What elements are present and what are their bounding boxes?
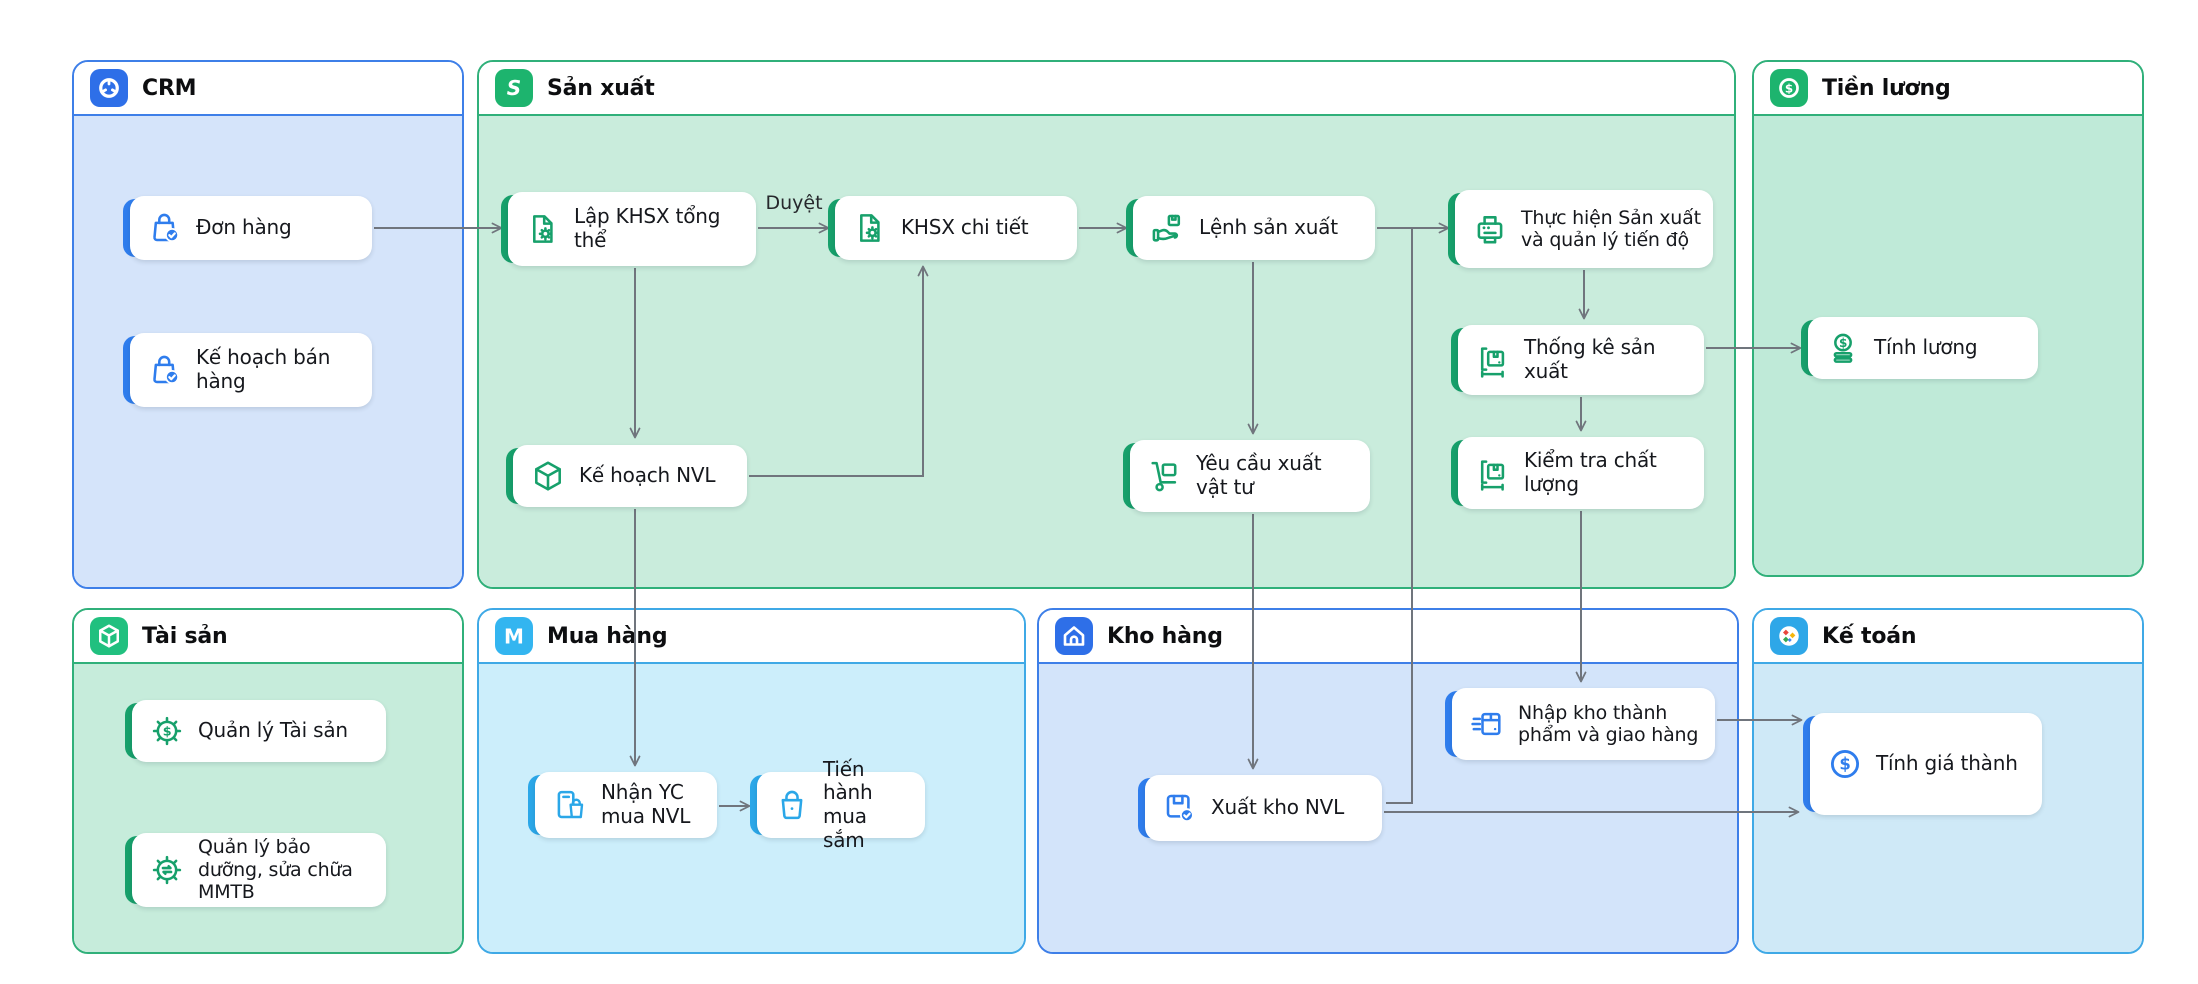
node-label: Thống kê sản xuất: [1524, 335, 1656, 383]
node-label: Lập KHSX tổng thể: [574, 204, 721, 252]
node-label: Tính giá thành: [1876, 751, 2018, 776]
box-check-icon: [1162, 790, 1198, 826]
node-label: Đơn hàng: [196, 215, 292, 240]
node-yeu-cau-xuat-vat-tu: Yêu cầu xuất vật tư: [1123, 440, 1370, 512]
node-nhap-kho-thanh-pham: Nhập kho thành phẩm và giao hàng: [1445, 688, 1715, 760]
node-face: [130, 333, 372, 407]
node-kiem-tra-chat-luong: Kiểm tra chất lượng: [1451, 437, 1704, 509]
doc-gear-icon: [525, 211, 561, 247]
node-face: [130, 196, 372, 260]
cube-icon: [530, 458, 566, 494]
section-tai-san-header: Tài sản: [74, 610, 462, 664]
node-lenh-san-xuat: Lệnh sản xuất: [1126, 196, 1375, 260]
node-lap-khsx-tong-the: Lập KHSX tổng thể: [501, 192, 756, 266]
box-speed-icon: [1469, 706, 1505, 742]
section-title-ke-toan: Kế toán: [1822, 623, 1917, 649]
node-ke-hoach-ban-hang: Kế hoạch bán hàng: [123, 333, 372, 407]
node-label: Tiến hành mua sắm: [823, 756, 873, 852]
node-face: [757, 772, 925, 838]
dollar-circle-icon: [1827, 746, 1863, 782]
node-face: [132, 700, 386, 762]
clipboard-bag-icon: [552, 787, 588, 823]
asset-icon: [90, 617, 128, 655]
node-label: Nhập kho thành phẩm và giao hàng: [1518, 701, 1699, 746]
node-label: Thực hiện Sản xuất và quản lý tiến độ: [1521, 206, 1701, 251]
section-crm-header: CRM: [74, 62, 462, 116]
node-label: Quản lý bảo dưỡng, sửa chữa MMTB: [198, 836, 353, 904]
node-face: [1458, 325, 1704, 395]
coins-icon: [1825, 330, 1861, 366]
node-face: [1133, 196, 1375, 260]
section-title-mua-hang: Mua hàng: [547, 623, 668, 649]
node-quan-ly-bao-duong: Quản lý bảo dưỡng, sửa chữa MMTB: [125, 833, 386, 907]
section-title-kho-hang: Kho hàng: [1107, 623, 1223, 649]
section-ke-toan-header: Kế toán: [1754, 610, 2142, 664]
purchasing-icon: [495, 617, 533, 655]
bag-check-icon: [147, 352, 183, 388]
node-thong-ke-sx: Thống kê sản xuất: [1451, 325, 1704, 395]
bag-icon: [774, 787, 810, 823]
node-label: Yêu cầu xuất vật tư: [1196, 451, 1322, 499]
gear-sync-icon: [149, 852, 185, 888]
node-label: Kế hoạch bán hàng: [196, 345, 331, 393]
node-label: Lệnh sản xuất: [1199, 215, 1338, 240]
hand-box-icon: [1150, 210, 1186, 246]
node-label: Kế hoạch NVL: [579, 463, 716, 488]
section-kho-hang-header: Kho hàng: [1039, 610, 1737, 664]
node-nhan-yc-mua-nvl: Nhận YC mua NVL: [528, 772, 717, 838]
stats-box-icon: [1475, 342, 1511, 378]
node-quan-ly-tai-san: Quản lý Tài sản: [125, 700, 386, 762]
node-face: [513, 445, 747, 507]
accounting-icon: [1770, 617, 1808, 655]
trolley-icon: [1147, 458, 1183, 494]
node-label: Quản lý Tài sản: [198, 718, 348, 743]
node-label: Kiểm tra chất lượng: [1524, 448, 1657, 496]
section-crm: CRM: [72, 60, 464, 589]
machine-icon: [1472, 211, 1508, 247]
production-icon: [495, 69, 533, 107]
node-tien-hanh-mua-sam: Tiến hành mua sắm: [750, 757, 925, 851]
crm-logo-icon: [90, 69, 128, 107]
node-label: Nhận YC mua NVL: [601, 780, 691, 828]
payroll-icon: [1770, 69, 1808, 107]
node-khsx-chi-tiet: KHSX chi tiết: [828, 196, 1077, 260]
section-san-xuat-header: Sản xuất: [479, 62, 1734, 116]
node-face: [1455, 190, 1713, 268]
edge-label-duyet: Duyệt: [765, 192, 823, 214]
node-face: [1145, 775, 1382, 841]
node-face: [1452, 688, 1715, 760]
section-title-tien-luong: Tiền lương: [1822, 75, 1951, 101]
section-title-tai-san: Tài sản: [142, 623, 228, 649]
node-tinh-gia-thanh: Tính giá thành: [1803, 713, 2042, 815]
node-ke-hoach-nvl: Kế hoạch NVL: [506, 445, 747, 507]
node-label: Xuất kho NVL: [1211, 795, 1345, 820]
section-title-san-xuat: Sản xuất: [547, 75, 655, 101]
section-title-crm: CRM: [142, 75, 197, 101]
gear-dollar-icon: [149, 713, 185, 749]
node-tinh-luong: Tính lương: [1801, 317, 2038, 379]
stats-box-icon: [1475, 455, 1511, 491]
node-face: [535, 772, 717, 838]
node-label: Tính lương: [1874, 335, 1978, 360]
node-xuat-kho-nvl: Xuất kho NVL: [1138, 775, 1382, 841]
bag-check-icon: [147, 210, 183, 246]
node-label: KHSX chi tiết: [901, 215, 1029, 240]
node-face: [1458, 437, 1704, 509]
node-face: [132, 833, 386, 907]
section-mua-hang-header: Mua hàng: [479, 610, 1024, 664]
warehouse-icon: [1055, 617, 1093, 655]
node-thuc-hien-sx: Thực hiện Sản xuất và quản lý tiến độ: [1448, 190, 1713, 268]
node-don-hang: Đơn hàng: [123, 196, 372, 260]
section-tien-luong-header: Tiền lương: [1754, 62, 2142, 116]
node-face: [835, 196, 1077, 260]
doc-gear-icon: [852, 210, 888, 246]
